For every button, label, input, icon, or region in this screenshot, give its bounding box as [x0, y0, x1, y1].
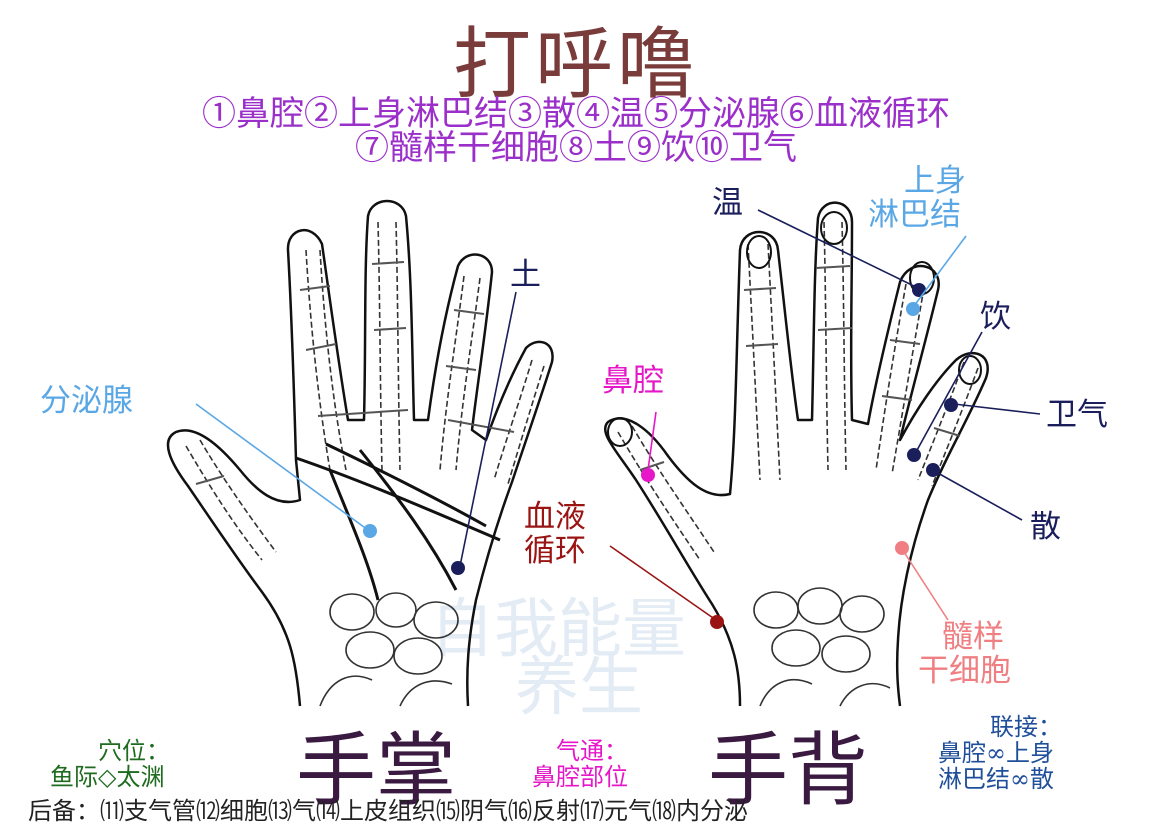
- houbei-line: 后备：⑾支气管⑿细胞⒀气⒁上皮组织⒂阴气⒃反射⒄元气⒅内分泌: [28, 797, 748, 825]
- label-xueye-1: 血液: [524, 499, 586, 535]
- palm-hand-outline: [166, 199, 554, 707]
- label-weiqi: 卫气: [1046, 397, 1108, 433]
- palm-carpals: [319, 592, 459, 707]
- back-san-point: [926, 463, 940, 477]
- label-san: 散: [1030, 509, 1061, 545]
- qitong-value: 鼻腔部位: [532, 763, 628, 791]
- label-shangshen-1: 上身: [904, 163, 966, 199]
- qitong-title: 气通：: [556, 737, 628, 765]
- back-shangshen-point: [906, 302, 920, 316]
- back-hand-outline: [603, 201, 989, 707]
- back-weiqi-point: [944, 398, 958, 412]
- palm-tu-point: [451, 561, 465, 575]
- caption-palm: 手掌: [296, 724, 456, 817]
- back-xueye-leader: [609, 545, 717, 621]
- palm-creases: [295, 442, 501, 601]
- xuewei-value: 鱼际◇太渊: [50, 763, 165, 791]
- label-xueye-2: 循环: [524, 533, 586, 569]
- palm-fenmixian-leader: [195, 403, 369, 531]
- back-wen-point: [912, 283, 926, 297]
- palm-tu-leader: [459, 291, 517, 567]
- xuewei-title: 穴位：: [98, 737, 170, 765]
- back-suiyang-leader: [903, 551, 949, 621]
- lianjie-title: 联接：: [990, 713, 1062, 741]
- back-wen-leader: [757, 209, 919, 289]
- watermark-line-2: 养生: [515, 651, 643, 725]
- back-weiqi-leader: [953, 403, 1041, 415]
- back-yin-leader: [915, 331, 983, 453]
- label-suiyang-1: 髓样: [942, 619, 1004, 655]
- back-xueye-point: [710, 615, 724, 629]
- palm-bones: [185, 221, 545, 561]
- page-title: 打呼噜: [452, 20, 699, 110]
- label-biqiang: 鼻腔: [602, 363, 664, 399]
- caption-back: 手背: [708, 724, 868, 817]
- legend-line-1: ①鼻腔②上身淋巴结③散④温⑤分泌腺⑥血液循环: [202, 94, 950, 134]
- back-biqiang-leader: [647, 411, 657, 471]
- label-yin: 饮: [980, 299, 1011, 335]
- back-joints: [639, 265, 961, 471]
- palm-joints: [195, 261, 515, 485]
- label-shangshen-2: 淋巴结: [868, 197, 961, 233]
- legend-line-2: ⑦髓样干细胞⑧土⑨饮⑩卫气: [355, 128, 797, 168]
- back-suiyang-point: [895, 541, 909, 555]
- palm-fenmixian-point: [363, 524, 377, 538]
- back-biqiang-point: [641, 468, 655, 482]
- label-tu: 土: [510, 257, 541, 293]
- lianjie-line-1: 鼻腔∞上身: [938, 739, 1054, 767]
- lianjie-line-2: 淋巴结∞散: [938, 765, 1054, 793]
- back-yin-point: [907, 448, 921, 462]
- back-nail-beds: [607, 211, 982, 447]
- label-suiyang-2: 干细胞: [918, 653, 1011, 689]
- back-shangshen-leader: [913, 235, 967, 307]
- label-wen: 温: [712, 185, 743, 221]
- back-san-leader: [935, 471, 1023, 521]
- label-fenmixian: 分泌腺: [40, 383, 133, 419]
- watermark-line-1: 自我能量: [430, 593, 686, 667]
- back-carpals: [753, 587, 891, 707]
